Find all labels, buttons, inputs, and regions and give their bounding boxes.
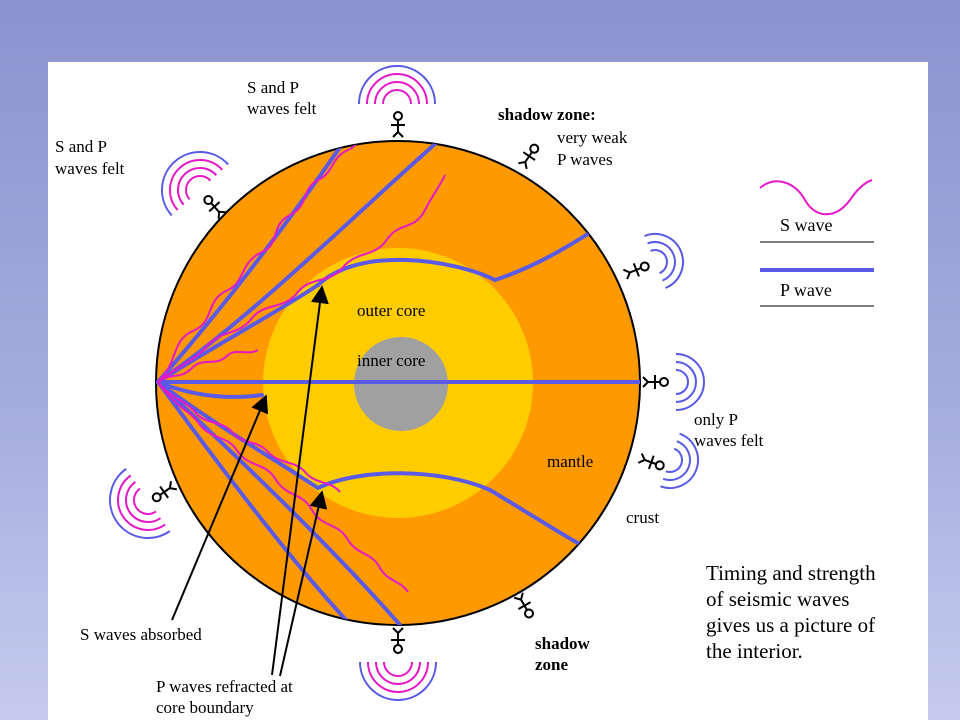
seismometer-icon (515, 140, 544, 172)
wave-rings-icon (161, 151, 229, 217)
arrow-icon (171, 285, 329, 677)
label-mantle: mantle (547, 452, 593, 471)
label-outer-core: outer core (357, 301, 425, 320)
wave-rings-icon (358, 65, 436, 105)
wave-rings-icon (675, 353, 705, 411)
legend-s-wave-swatch (759, 179, 873, 216)
seismometer-icon (636, 450, 667, 475)
seismometer-icon (390, 627, 406, 654)
label-sp-felt-top: S and P waves felt (247, 78, 317, 118)
wave-rings-icon (109, 468, 171, 539)
wave-rings-icon (644, 233, 684, 289)
legend-p-wave-label: P wave (780, 280, 832, 300)
label-p-refracted: P waves refracted at core boundary (156, 677, 297, 717)
earth-seismic-diagram: S wave P wave S and P waves felt S and P… (55, 65, 881, 717)
seismometer-icon (642, 374, 669, 390)
seismometer-icon (390, 111, 406, 138)
label-sp-felt-left: S and P waves felt (55, 137, 125, 178)
seismometer-icon (511, 590, 539, 622)
seismometer-icon (621, 257, 653, 282)
label-s-absorbed: S waves absorbed (80, 625, 202, 644)
label-shadow-zone-bottom: shadow zone (535, 634, 594, 674)
label-crust: crust (626, 508, 659, 527)
diagram-panel: S wave P wave S and P waves felt S and P… (48, 62, 928, 720)
caption: Timing and strength of seismic waves giv… (706, 561, 881, 663)
label-shadow-zone-top-desc: very weak P waves (557, 128, 632, 169)
s-wave-paths (157, 141, 446, 593)
legend-s-wave-label: S wave (780, 215, 833, 235)
wave-rings-icon (359, 661, 437, 701)
label-inner-core: inner core (357, 351, 425, 370)
legend: S wave P wave (759, 179, 874, 307)
seismometer-icon (148, 478, 179, 507)
label-shadow-zone-top-title: shadow zone: (498, 105, 596, 124)
label-only-p-felt: only P waves felt (694, 410, 764, 450)
wave-rings-icon (660, 432, 699, 489)
